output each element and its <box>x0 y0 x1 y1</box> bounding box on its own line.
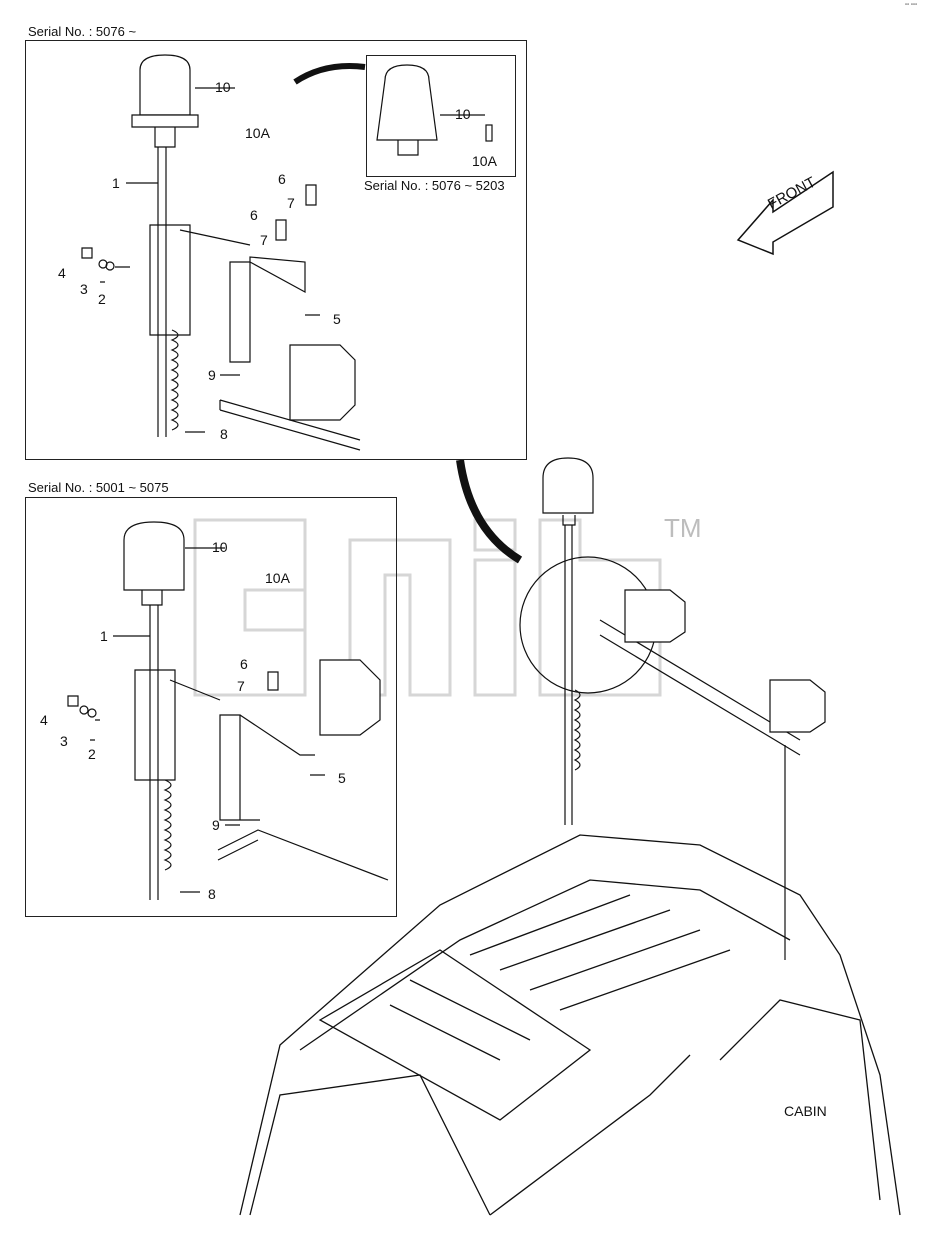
callout-top-4: 4 <box>58 265 66 281</box>
callout-top-7a: 7 <box>287 195 295 211</box>
watermark-logo <box>193 518 662 697</box>
front-arrow-shape <box>736 170 834 256</box>
serial-bottom: Serial No. : 5001 ~ 5075 <box>28 480 169 495</box>
callout-top-2: 2 <box>98 291 106 307</box>
callout-top-5: 5 <box>333 311 341 327</box>
callout-top-9: 9 <box>208 367 216 383</box>
bottom-detail-panel <box>25 497 397 917</box>
callout-top-1: 1 <box>112 175 120 191</box>
serial-top: Serial No. : 5076 ~ <box>28 24 137 39</box>
top-detail-panel <box>25 40 527 460</box>
callout-bottom-3: 3 <box>60 733 68 749</box>
bottom-panel-drawing <box>67 521 389 900</box>
callout-bottom-5: 5 <box>338 770 346 786</box>
callout-bottom-6: 6 <box>240 656 248 672</box>
callout-top-6b: 6 <box>250 207 258 223</box>
callout-bottom-7: 7 <box>237 678 245 694</box>
callout-inset-10a: 10A <box>472 153 497 169</box>
inset-pointer-arrow <box>293 63 366 85</box>
callout-inset-10: 10 <box>455 106 471 122</box>
watermark-text: anp <box>0 0 2 1</box>
inset-detail-panel <box>366 55 516 177</box>
watermark-tm: TM <box>664 513 702 543</box>
callout-top-3: 3 <box>80 281 88 297</box>
callout-top-10a: 10A <box>245 125 270 141</box>
callout-top-7b: 7 <box>260 232 268 248</box>
callout-bottom-1: 1 <box>100 628 108 644</box>
callout-bottom-9: 9 <box>212 817 220 833</box>
corner-mark: ▫▫ ▫▫▫ <box>905 2 918 8</box>
assembly-pointer-arrow <box>456 459 523 564</box>
callout-bottom-8: 8 <box>208 886 216 902</box>
serial-inset: Serial No. : 5076 ~ 5203 <box>364 178 505 193</box>
cabin-drawing <box>239 834 901 1216</box>
top-panel-drawing <box>81 54 361 451</box>
right-assembly-drawing <box>519 457 826 960</box>
callout-bottom-2: 2 <box>88 746 96 762</box>
callout-bottom-4: 4 <box>40 712 48 728</box>
callout-top-10: 10 <box>215 79 231 95</box>
callout-top-6a: 6 <box>278 171 286 187</box>
cabin-label: CABIN <box>784 1103 827 1119</box>
callout-bottom-10: 10 <box>212 539 228 555</box>
callout-bottom-10a: 10A <box>265 570 290 586</box>
callout-top-8: 8 <box>220 426 228 442</box>
inset-beacon-drawing <box>376 64 493 156</box>
